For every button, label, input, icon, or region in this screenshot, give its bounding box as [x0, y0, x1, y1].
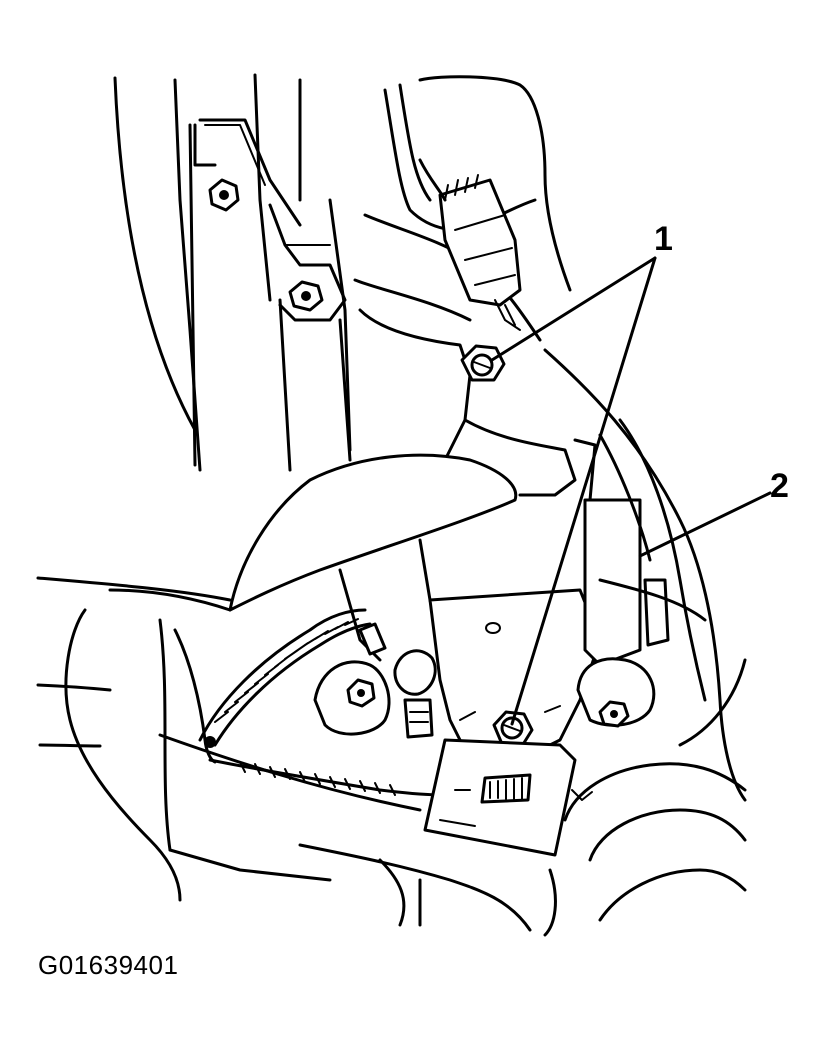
strut-bolt	[288, 280, 324, 312]
center-bolt	[313, 660, 391, 736]
lower-plate	[423, 738, 593, 857]
switch-mount	[576, 657, 656, 728]
callout-2-label: 2	[770, 467, 789, 505]
callout-1-label: 1	[654, 220, 673, 258]
figure-id: G01639401	[38, 950, 179, 980]
right-panel	[543, 348, 747, 802]
lower-trim	[298, 762, 747, 937]
upper-left-panel	[113, 73, 352, 472]
bracket-bolt-upper	[460, 344, 506, 382]
dash-panel	[36, 453, 518, 612]
upper-left-bolt	[208, 178, 240, 212]
support-strut	[268, 203, 352, 472]
center-connector	[358, 622, 437, 739]
bracket-bolt-lower	[492, 710, 534, 748]
callout-2-leader	[638, 491, 772, 558]
steering-column-housing	[36, 588, 422, 902]
callout-1-leaders	[490, 256, 657, 726]
sensor-connector	[418, 158, 522, 331]
pedal-arm	[338, 538, 602, 762]
